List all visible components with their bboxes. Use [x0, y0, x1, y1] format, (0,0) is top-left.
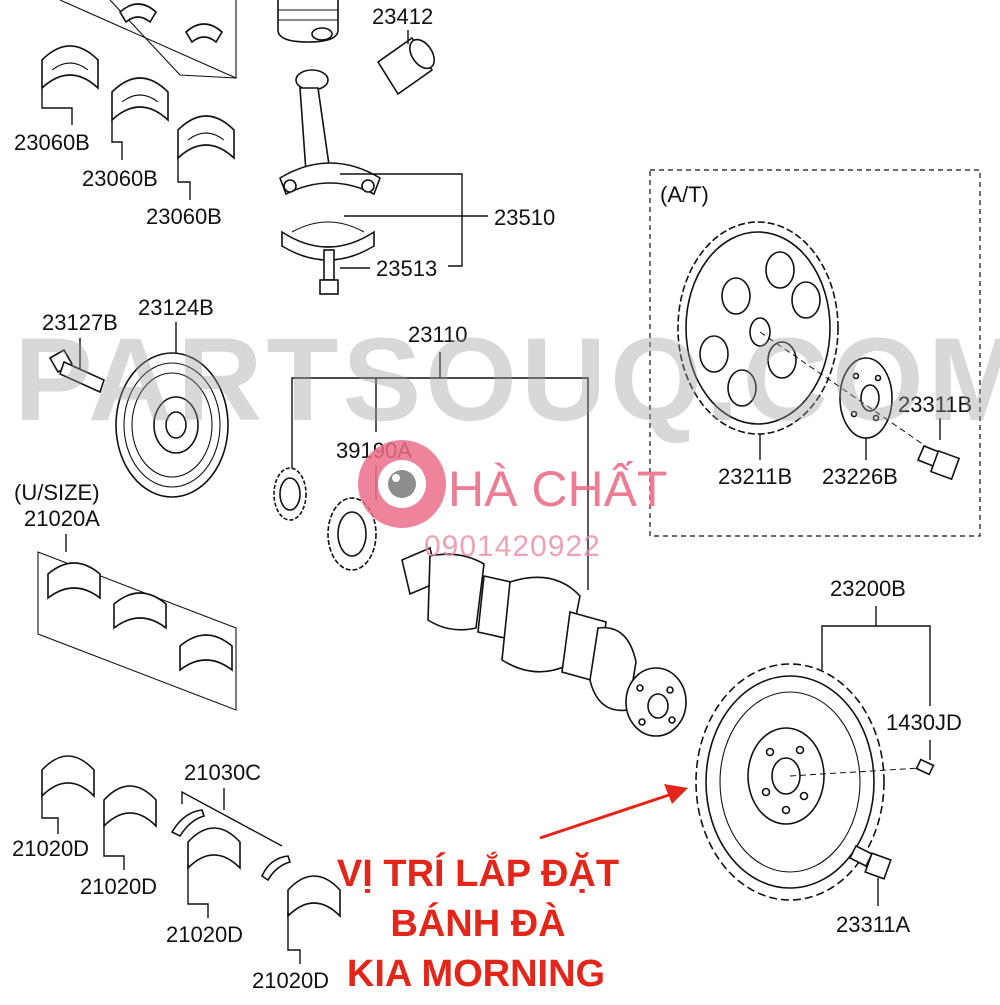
piston-pin-23412: [376, 30, 435, 96]
flexplate-bolt-23311b: [916, 444, 961, 481]
connecting-rod: [279, 69, 381, 196]
label-1430jd: 1430JD: [886, 710, 962, 735]
rod-bolt-23513: [319, 249, 339, 295]
label-23311b: 23311B: [898, 392, 972, 417]
timing-sprocket-small: [273, 467, 307, 521]
label-23412: 23412: [372, 4, 433, 29]
label-23124b: 23124B: [138, 295, 214, 320]
bearing-shell-23060b-2: [111, 77, 169, 160]
label-21020d-3: 21020D: [166, 922, 243, 947]
label-21020d-2: 21020D: [80, 874, 157, 899]
crank-sprocket-39190a: [327, 497, 377, 571]
pulley-bolt-23127b: [48, 348, 105, 394]
bearing-shell-23060b-1: [41, 45, 99, 125]
label-21030c: 21030C: [184, 760, 261, 785]
thrust-washer-21030c: [170, 809, 292, 882]
bearing-shell-21020d-3: [187, 827, 241, 918]
label-21020d-4: 21020D: [252, 968, 329, 993]
label-23110: 23110: [408, 322, 468, 347]
watermark-phone: 0901420922: [424, 530, 601, 563]
watermark-brand: HÀ CHẤT: [448, 461, 667, 517]
crank-pulley-23124b: [115, 352, 229, 498]
label-21020a: 21020A: [24, 506, 100, 531]
bearing-shell-23060b-3: [177, 115, 235, 200]
label-at-group: (A/T): [660, 182, 709, 207]
piston: [277, 0, 339, 43]
bearing-shell-21020d-4: [287, 875, 341, 964]
callout-line-3: KIA MORNING: [347, 953, 605, 995]
drive-plate-23211b: [677, 221, 839, 435]
at-group-frame: [649, 169, 981, 537]
label-23060b-1: 23060B: [14, 130, 90, 155]
label-23060b-2: 23060B: [82, 166, 158, 191]
callout-arrow: [539, 784, 688, 840]
bearing-shell-21020d-2: [103, 785, 157, 870]
label-23311a: 23311A: [836, 912, 911, 937]
callout-line-1: VỊ TRÍ LẮP ĐẶT: [337, 851, 619, 895]
main-bearing-set-21020a: [37, 551, 237, 711]
adapter-plate-23226b: [839, 357, 893, 439]
label-23510: 23510: [494, 205, 555, 230]
flywheel-bolt-23311a: [848, 844, 892, 880]
label-usize: (U/SIZE): [14, 480, 100, 505]
label-21020d-1: 21020D: [12, 836, 89, 861]
bearing-shell-21020d-1: [41, 755, 95, 834]
callout-line-2: BÁNH ĐÀ: [390, 901, 565, 945]
crankshaft-23110: [401, 546, 687, 737]
watermark-partsouq: PARTSOUQ.COM: [14, 314, 1000, 446]
label-23513: 23513: [376, 256, 437, 281]
dowel-pin-1430jd: [915, 740, 935, 776]
flywheel-23200b: [695, 663, 885, 901]
label-23211b: 23211B: [718, 464, 792, 489]
label-23060b-3: 23060B: [146, 204, 222, 229]
connecting-rod-cap: [281, 221, 375, 261]
label-23200b: 23200B: [830, 576, 906, 601]
label-23226b: 23226B: [822, 464, 898, 489]
camera-lens-logo-icon: [358, 440, 446, 528]
main-bearing-set-top: [59, 0, 237, 79]
label-23127b: 23127B: [42, 310, 118, 335]
